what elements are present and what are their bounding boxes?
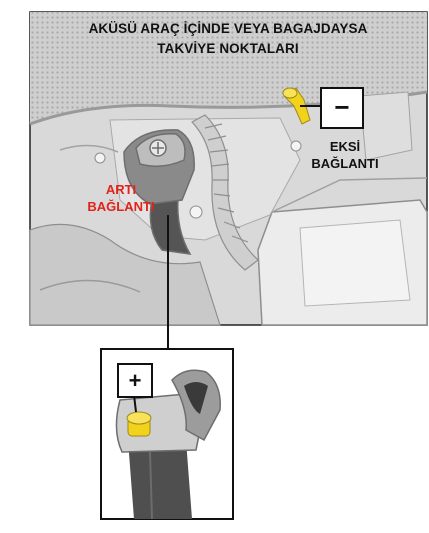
negative-label-line-2: BAĞLANTI [311, 156, 379, 171]
positive-label-line-2: BAĞLANTI [87, 199, 155, 214]
positive-label-line-1: ARTI [105, 182, 137, 197]
positive-terminal-post [126, 411, 152, 437]
negative-connection-label: EKSİ BAĞLANTI [290, 138, 400, 172]
diagram-title-line-2: TAKVİYE NOKTALARI [157, 41, 299, 56]
negative-label-line-1: EKSİ [329, 139, 361, 154]
ribbed-hose [191, 114, 259, 271]
positive-sign-box: + [117, 363, 153, 398]
diagram-title-line-1: AKÜSÜ ARAÇ İÇİNDE VEYA BAGAJDAYSA [88, 21, 368, 36]
positive-connection-label: ARTI BAĞLANTI [62, 181, 180, 215]
engine-bay-illustration [29, 11, 428, 350]
negative-terminal-bolt [282, 87, 311, 125]
positive-terminal-cap [123, 129, 195, 255]
negative-sign-box: − [320, 87, 364, 129]
